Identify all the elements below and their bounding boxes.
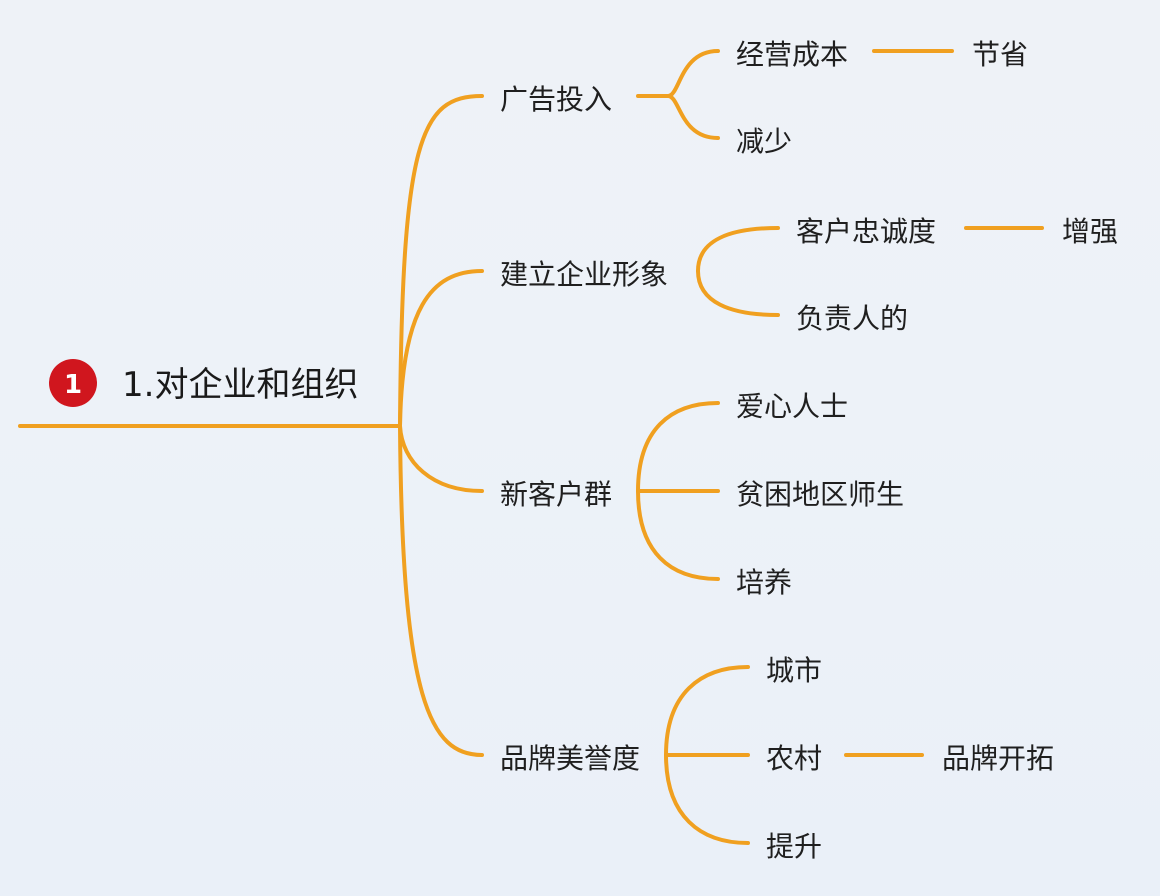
root-label: 1.对企业和组织	[122, 365, 358, 405]
leaf-operating-cost[interactable]: 经营成本	[736, 38, 848, 71]
edge-ad-to-reduce	[666, 94, 720, 140]
leaf-improve[interactable]: 提升	[766, 830, 822, 863]
edge-image-to-responsible	[696, 269, 780, 317]
branch-label-corporate-image[interactable]: 建立企业形象	[500, 258, 668, 291]
edge-customers-to-cultivate	[636, 489, 720, 581]
mind-map-nodes: 1 1.对企业和组织 广告投入 经营成本 节省 减少 建立企业形象 客户忠诚度 …	[49, 38, 1118, 863]
leaf-save[interactable]: 节省	[972, 38, 1028, 71]
badge-number: 1	[64, 370, 82, 400]
leaf-brand-expansion[interactable]: 品牌开拓	[942, 742, 1054, 775]
leaf-caring-people[interactable]: 爱心人士	[736, 390, 848, 423]
edge-ad-to-operating-cost	[666, 49, 720, 98]
edge-customers-to-caring	[636, 401, 720, 493]
edge-root-ad-investment	[398, 94, 484, 428]
edge-root-corporate-image	[398, 269, 484, 428]
leaf-reduce[interactable]: 减少	[736, 125, 792, 158]
root-node[interactable]: 1 1.对企业和组织	[49, 359, 358, 407]
edge-root-brand-reputation	[398, 424, 484, 757]
edge-brand-to-city	[664, 665, 750, 757]
leaf-poor-area-teachers-students[interactable]: 贫困地区师生	[736, 478, 904, 511]
number-badge-icon	[49, 359, 97, 407]
leaf-cultivate[interactable]: 培养	[736, 566, 792, 599]
leaf-enhance[interactable]: 增强	[1062, 215, 1118, 248]
edge-brand-to-improve	[664, 753, 750, 845]
leaf-responsible[interactable]: 负责人的	[796, 302, 908, 335]
branch-label-new-customers[interactable]: 新客户群	[500, 478, 612, 511]
branch-label-brand-reputation[interactable]: 品牌美誉度	[500, 742, 640, 775]
leaf-rural[interactable]: 农村	[766, 742, 822, 775]
edge-image-to-loyalty	[696, 226, 780, 273]
leaf-customer-loyalty[interactable]: 客户忠诚度	[796, 215, 936, 248]
edge-root-new-customers	[398, 424, 484, 493]
connector-lines	[18, 49, 1044, 845]
leaf-city[interactable]: 城市	[766, 654, 822, 687]
branch-label-ad-investment[interactable]: 广告投入	[500, 83, 612, 116]
